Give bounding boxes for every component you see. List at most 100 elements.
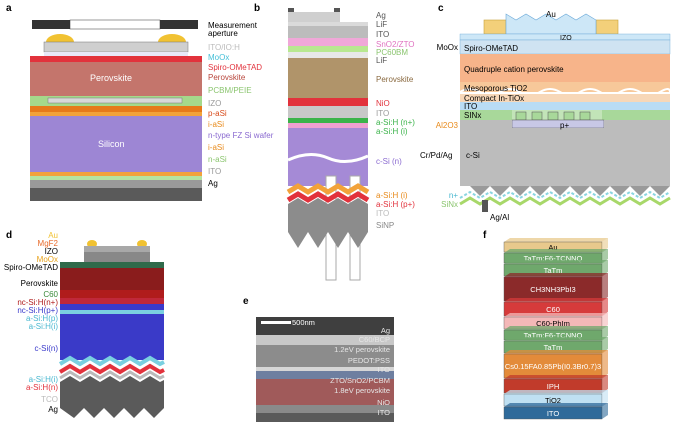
panel-label-f: f — [483, 230, 487, 241]
panel-e-label-nio: NiO — [377, 398, 390, 407]
panel-f-layer-top — [504, 337, 608, 341]
panel-a-label-pcbm: PCBM/PEIE — [208, 86, 252, 95]
panel-f-layer-top — [504, 326, 608, 330]
panel-f-layer-label: CH3NH3PbI3 — [530, 285, 575, 294]
panel-f-layer-side — [602, 337, 608, 353]
panel-c-csi-label: c-Si — [466, 151, 480, 160]
panel-c-crpdag-label: Cr/Pd/Ag — [420, 151, 453, 160]
panel-c-perovskite-label: Quadruple cation perovskite — [464, 65, 564, 74]
panel-f-layer-top — [504, 249, 608, 253]
panel-f-layer-label: Cs0.15FA0.85Pb(I0.3Br0.7)3 — [505, 362, 601, 371]
panel-b-label-csi: c-Si (n) — [376, 157, 402, 166]
panel-f-layer-label: TiO2 — [545, 396, 561, 405]
panel-b-label-asi-i-2: a-Si:H (i) — [376, 191, 408, 200]
panel-f-layer-top — [504, 273, 608, 277]
panel-b-stack — [286, 8, 370, 281]
panel-b-label-ito-3: ITO — [376, 209, 390, 218]
panel-a-label-izo: IZO — [208, 99, 222, 108]
panel-f-layer-side — [602, 390, 608, 406]
panel-f-layer-label: C60 — [546, 305, 560, 314]
panel-f-layer-top — [504, 390, 608, 394]
panel-e-sem-texture — [256, 317, 394, 422]
panel-a-perovskite-inlabel: Perovskite — [90, 73, 133, 83]
panel-b-label-asi-i: a-Si:H (i) — [376, 127, 408, 136]
panel-f-layer-side — [602, 403, 608, 419]
panel-c-stack — [459, 13, 671, 212]
panel-f-layer-top — [504, 238, 608, 242]
panel-d-label-ag: Ag — [48, 405, 58, 414]
panel-f-layer-label: TaTm — [544, 266, 563, 275]
panel-d-label-au: Au — [48, 231, 58, 240]
panel-a-label-aperture: Measurement aperture — [208, 21, 257, 38]
panel-d-label-csi: c-Si(n) — [34, 344, 58, 353]
panel-b-label-sno2: SnO2/ZTO — [376, 40, 415, 49]
panel-b-label-perovskite: Perovskite — [376, 75, 414, 84]
panel-a-label-perovskite: Perovskite — [208, 73, 246, 82]
panel-e-label-zto: ZTO/SnO2/PCBM — [330, 376, 390, 385]
panel-a-label-ito: ITO/IO:H — [208, 43, 240, 52]
panel-b-label-ito-2: ITO — [376, 109, 390, 118]
panel-label-d: d — [6, 230, 13, 241]
panel-d-label-asi-p: a-Si:H(p) — [25, 314, 58, 323]
panel-c-ito-label: ITO — [464, 102, 478, 111]
panel-a-label-nasi: n-aSi — [208, 155, 227, 164]
panel-label-e: e — [243, 296, 249, 307]
panel-c-sinx-label: SINx — [464, 111, 482, 120]
panel-b-label-ito: ITO — [376, 30, 390, 39]
panel-e-label-ag: Ag — [380, 326, 390, 335]
panel-d-label-ncsi-p: nc-Si:H(p+) — [17, 306, 58, 315]
panel-d-label-tco: TCO — [41, 395, 58, 404]
panel-d-label-c60: C60 — [43, 290, 58, 299]
panel-c-al2o3-label: Al2O3 — [435, 121, 458, 130]
panel-e-label-18ev: 1.8eV perovskite — [334, 386, 390, 395]
panel-f-layer-side — [602, 260, 608, 276]
panel-d-label-perovskite: Perovskite — [20, 279, 58, 288]
panel-a-label-iasi: i-aSi — [208, 120, 225, 129]
panel-a-label-spiro: Spiro-OMeTAD — [208, 63, 263, 72]
panel-label-a: a — [6, 3, 12, 14]
panel-a-label-ag: Ag — [208, 179, 218, 188]
panel-a-label-pasi: p-aSi — [208, 109, 227, 118]
panel-f-layer-top — [504, 375, 608, 379]
panel-f-layer-label: C60-PhIm — [536, 319, 570, 328]
panel-d-stack — [58, 240, 165, 418]
panel-f-layer-top — [504, 403, 608, 407]
panel-f-layer-top — [504, 350, 608, 354]
panel-a-label-moox: MoOx — [208, 53, 230, 62]
panel-a-label-wafer: n-type FZ Si wafer — [208, 131, 274, 140]
panel-c-agal-label: Ag/Al — [490, 213, 510, 222]
panel-e-sem-image: 500nm Ag C60/BCP 1.2eV perovskite PEDOT:… — [256, 317, 394, 422]
panel-b-label-asi-n: a-Si:H (n+) — [376, 118, 415, 127]
panel-f-layer-label: Au — [548, 243, 557, 252]
panel-label-c: c — [438, 3, 444, 14]
panel-a-label-ito-2: ITO — [208, 167, 222, 176]
panel-e-label-12ev: 1.2eV perovskite — [334, 345, 390, 354]
panel-c-p-label: p+ — [560, 121, 570, 130]
panel-b-label-sinp: SiNP — [376, 221, 395, 230]
panel-c-izo-label: IZO — [560, 35, 572, 42]
panel-label-b: b — [254, 3, 261, 14]
panel-f-layer-side — [602, 273, 608, 301]
panel-e-label-c60: C60/BCP — [358, 335, 390, 344]
panel-d-label-mgf2: MgF2 — [37, 239, 58, 248]
panel-b-label-lif: LiF — [376, 20, 388, 29]
panel-e-label-pedot: PEDOT:PSS — [347, 356, 390, 365]
panel-a-stack — [30, 19, 202, 201]
panel-b-label-pcbm: PC60BM — [376, 48, 409, 57]
panel-f-layer-label: TaTm:F6-TCNNQ — [524, 254, 583, 263]
panel-f-layer-side — [602, 238, 608, 252]
panel-d-label-asi-i-2: a-Si:H(i) — [28, 375, 58, 384]
panel-e-scale-bar: 500nm — [292, 318, 315, 327]
panel-f-layer-label: ITO — [547, 409, 560, 418]
panel-d-label-izo: IZO — [44, 247, 58, 256]
panel-d-label-ncsi-n: nc-Si:H(n+) — [17, 298, 58, 307]
panel-f-layer-label: TaTm — [544, 343, 563, 352]
panel-f-layer-side — [602, 326, 608, 340]
panel-f-layer-top — [504, 298, 608, 302]
panel-c-nplus-label: n+ — [448, 191, 458, 200]
panel-d-label-spiro: Spiro-OMeTAD — [3, 263, 58, 272]
panel-b-label-lif-2: LiF — [376, 56, 388, 65]
panel-e-label-ito: ITO — [377, 365, 390, 374]
panel-f-layer — [503, 353, 603, 379]
